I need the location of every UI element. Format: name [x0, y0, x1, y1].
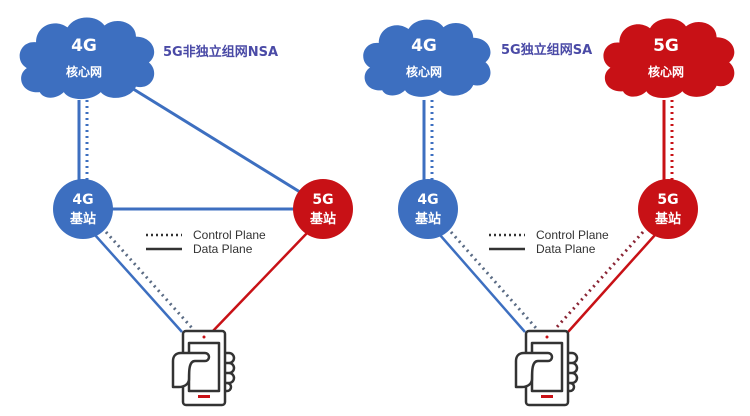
- cloud-icon: [363, 19, 491, 97]
- sa-legend-control: Control Plane: [536, 228, 609, 242]
- sa-bs5g-phone-data-line: [567, 234, 656, 333]
- hand-holding-phone-icon: [514, 329, 579, 407]
- nsa-legend: Control Plane Data Plane: [146, 228, 266, 256]
- nsa-bs4g-phone-control-line: [104, 230, 194, 330]
- sa-5g-bs-line2: 基站: [654, 211, 681, 227]
- nsa-4g-base-station: 4G 基站: [53, 179, 113, 239]
- cloud-icon: [19, 17, 155, 100]
- nsa-core4g-bs5g-data-line: [129, 85, 301, 194]
- nsa-5g-bs-line2: 基站: [309, 211, 336, 227]
- nsa-legend-data: Data Plane: [193, 242, 253, 256]
- cloud-icon: [603, 18, 735, 98]
- circle-node-icon: [53, 179, 113, 239]
- nsa-5g-base-station: 5G 基站: [293, 179, 353, 239]
- sa-diagram: 4G 核心网 5G 核心网 5G独立组网SA 4G 基站 5G 基站 Contr…: [363, 18, 735, 407]
- nsa-5g-bs-line1: 5G: [312, 192, 333, 208]
- sa-bs4g-phone-control-line: [449, 231, 538, 329]
- nsa-4g-core-line1: 4G: [71, 36, 97, 56]
- nsa-bs4g-phone-data-line: [94, 234, 183, 333]
- nsa-4g-bs-line1: 4G: [72, 192, 93, 208]
- sa-4g-bs-line1: 4G: [417, 192, 438, 208]
- nsa-legend-control: Control Plane: [193, 228, 266, 242]
- sa-5g-core-line1: 5G: [653, 36, 679, 56]
- sa-4g-base-station: 4G 基站: [398, 179, 458, 239]
- nsa-links: [77, 85, 309, 333]
- nsa-diagram: 4G 核心网 5G非独立组网NSA 4G 基站 5G 基站 Control Pl…: [19, 17, 353, 407]
- nsa-4g-core-line2: 核心网: [66, 64, 102, 79]
- sa-5g-core-line2: 核心网: [648, 64, 684, 79]
- sa-4g-core-cloud: 4G 核心网: [363, 19, 491, 97]
- hand-holding-phone-icon: [171, 329, 236, 407]
- nsa-4g-core-cloud: 4G 核心网: [19, 17, 155, 100]
- sa-links: [422, 100, 674, 333]
- sa-5g-bs-line1: 5G: [657, 192, 678, 208]
- sa-5g-core-cloud: 5G 核心网: [603, 18, 735, 98]
- nsa-title: 5G非独立组网NSA: [163, 44, 278, 60]
- nsa-4g-bs-line2: 基站: [69, 211, 96, 227]
- sa-legend: Control Plane Data Plane: [489, 228, 609, 256]
- sa-4g-core-line2: 核心网: [406, 64, 442, 79]
- circle-node-icon: [293, 179, 353, 239]
- sa-legend-data: Data Plane: [536, 242, 596, 256]
- sa-bs4g-phone-data-line: [439, 234, 526, 333]
- sa-5g-base-station: 5G 基站: [638, 179, 698, 239]
- nsa-bs5g-phone-data-line: [211, 231, 309, 333]
- circle-node-icon: [638, 179, 698, 239]
- sa-title: 5G独立组网SA: [501, 42, 592, 58]
- circle-node-icon: [398, 179, 458, 239]
- sa-4g-bs-line2: 基站: [414, 211, 441, 227]
- sa-4g-core-line1: 4G: [411, 36, 437, 56]
